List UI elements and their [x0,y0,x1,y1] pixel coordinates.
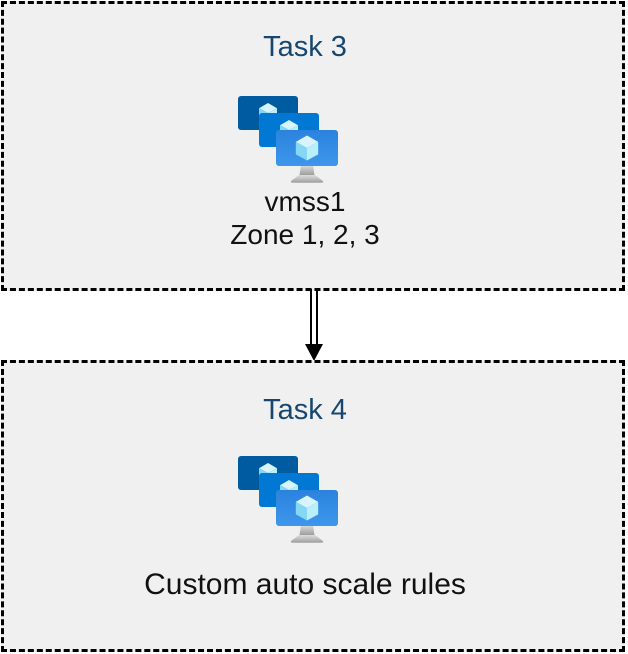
task4-title: Task 4 [263,394,347,426]
arrow-shaft [310,289,318,346]
vm-scale-sets-icon [238,456,338,543]
zones-label: Zone 1, 2, 3 [230,219,380,250]
task3-title: Task 3 [263,31,347,63]
vmss-name-label: vmss1 [264,186,346,217]
vm-scale-sets-icon [238,96,338,183]
task4-node: Task 4 Custom auto scale rules [1,360,625,652]
task3-node: Task 3 vmss1 Zone 1, 2, 3 [1,1,625,291]
autoscale-rules-label: Custom auto scale rules [144,568,466,601]
arrow-down-icon [305,344,323,361]
